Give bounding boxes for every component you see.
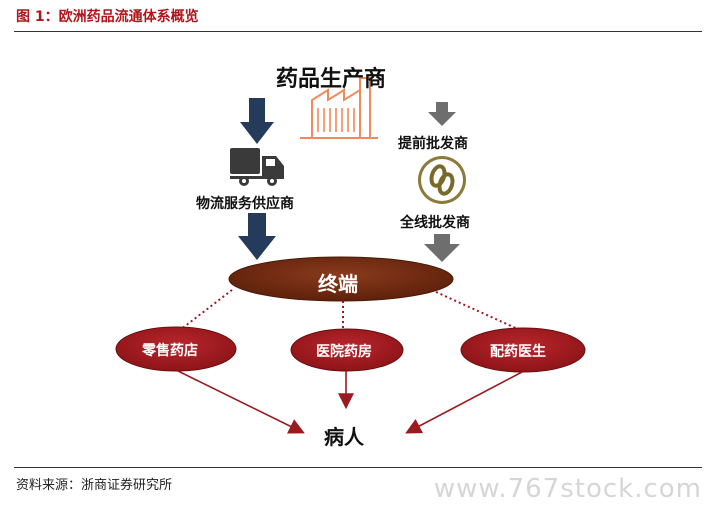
patient-arrows — [177, 370, 523, 434]
manufacturer-label: 药品生产商 — [276, 67, 387, 92]
hospital-pharmacy-label: 医院药房 — [316, 344, 372, 360]
factory-icon — [300, 77, 378, 139]
terminal-connectors — [179, 289, 521, 331]
retail-pharmacy-label: 零售药店 — [142, 343, 198, 359]
arrow-logistics-to-terminal — [238, 213, 276, 260]
full-line-wholesaler-label: 全线批发商 — [400, 215, 470, 231]
figure-title: 图 1：欧洲药品流通体系概览 — [16, 9, 199, 25]
dispensing-doctor-label: 配药医生 — [490, 344, 546, 360]
arrow-manufacturer-to-logistics — [240, 98, 274, 144]
arrow-manufacturer-to-advance — [428, 102, 456, 126]
chain-link-icon — [418, 156, 466, 204]
arrow-fullline-to-terminal — [424, 234, 460, 262]
top-rule — [14, 31, 702, 32]
logistics-provider-label: 物流服务供应商 — [196, 196, 294, 212]
channel-retail-pharmacy — [115, 326, 237, 372]
patient-label: 病人 — [324, 425, 364, 449]
channel-dispensing-doctor — [460, 327, 586, 373]
watermark: www.767stock.com — [433, 474, 702, 504]
channel-hospital-pharmacy — [290, 328, 404, 372]
terminal-label: 终端 — [318, 272, 358, 296]
truck-icon — [230, 148, 284, 186]
terminal-node — [228, 256, 454, 302]
source-note: 资料来源：浙商证券研究所 — [16, 478, 173, 493]
advance-wholesaler-label: 提前批发商 — [398, 136, 468, 152]
bottom-rule — [14, 467, 702, 468]
